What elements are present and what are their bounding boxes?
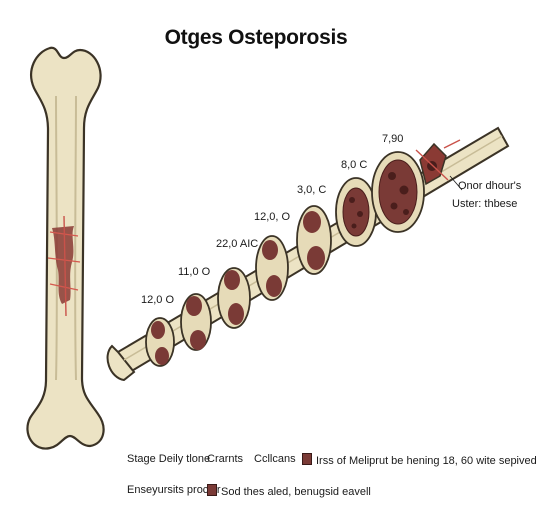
femur-lesion <box>52 226 74 304</box>
stage-label-7: 7,90 <box>382 133 404 145</box>
stage-label-2: 11,0 O <box>178 266 211 278</box>
legend-item-loss: Irss of Meliprut be hening 18, 60 wite s… <box>302 453 537 467</box>
legend-swatch-icon <box>302 453 312 465</box>
stage-label-6: 8,0 C <box>341 159 368 171</box>
callout-leader <box>449 175 463 191</box>
legend-item-crarnts: Crarnts <box>207 453 244 465</box>
legend-swatch-icon <box>207 484 217 496</box>
legend-item-sod: Sod thes aled, benugsid eavell <box>207 484 371 498</box>
stage-label-1: 12,0 O <box>141 294 175 306</box>
femur-bone <box>26 46 105 450</box>
stage-label-5: 3,0, C <box>297 184 327 196</box>
callout-line-1: Onor dhour's <box>458 180 522 192</box>
stage-segment-5 <box>296 205 332 275</box>
stage-segment-6 <box>335 177 377 247</box>
stage-segment-3 <box>217 267 251 329</box>
stage-segment-7 <box>371 151 425 233</box>
stage-label-3: 22,0 AIC <box>216 238 259 250</box>
stage-segment-1 <box>145 317 175 367</box>
diagram-title: Otges Osteporosis <box>164 26 348 49</box>
legend-item-loss-text: Irss of Meliprut be hening 18, 60 wite s… <box>316 455 537 467</box>
stage-label-4: 12,0, O <box>254 211 291 223</box>
segmented-bone <box>106 126 510 382</box>
legend-item-enseyursits: Enseyursits procior <box>127 484 221 496</box>
fracture-site <box>415 139 461 186</box>
stage-segment-2 <box>180 293 212 351</box>
legend-item-stage: Stage Deily tlone <box>127 453 211 465</box>
stage-segment-4 <box>255 235 289 301</box>
legend-item-ccllcans: Ccllcans <box>254 453 296 465</box>
legend-item-sod-text: Sod thes aled, benugsid eavell <box>221 486 371 498</box>
osteoporosis-illustration <box>26 46 510 450</box>
callout-line-2: Uster: thbese <box>452 198 518 210</box>
